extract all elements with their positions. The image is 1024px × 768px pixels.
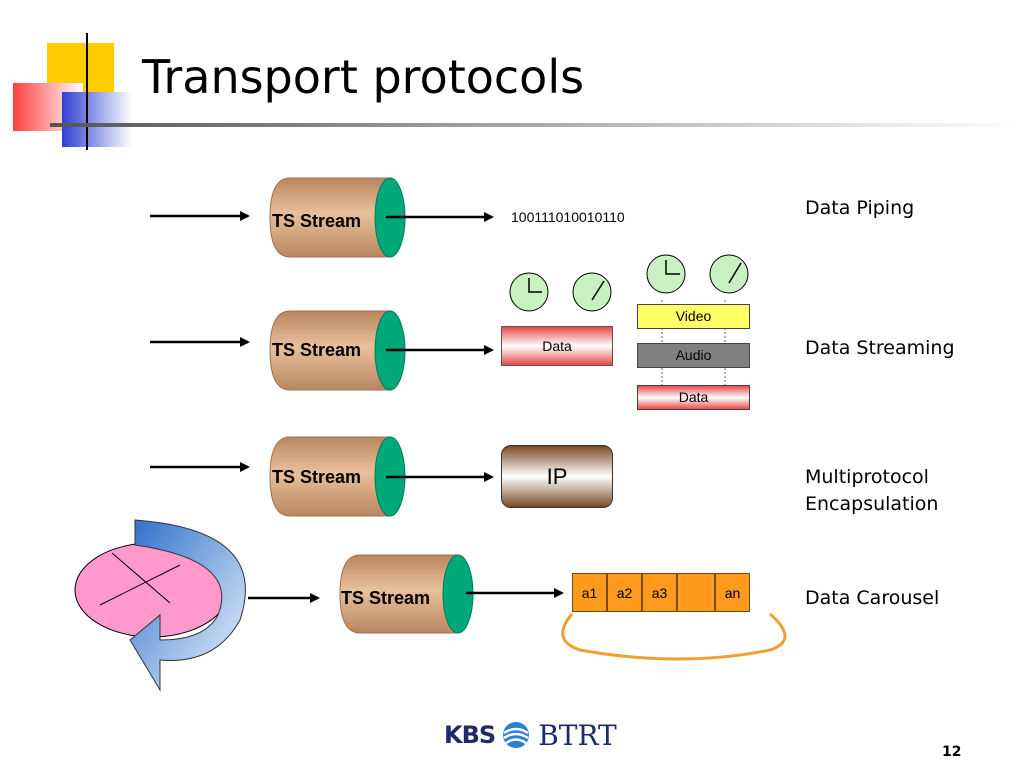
carousel-loop — [561, 612, 787, 661]
slide-number: 12 — [942, 744, 962, 760]
clock-icon — [646, 254, 686, 294]
piping-bitstream: 100111010010110 — [511, 209, 625, 225]
logo-kbs-text: KBS — [444, 721, 496, 749]
label-mpe-line-2: Encapsulation — [805, 493, 939, 515]
page-title: Transport protocols — [142, 50, 585, 104]
cylinder-label-3: TS Stream — [272, 467, 362, 487]
ts-stream-cylinder-4 — [339, 554, 474, 634]
cylinder-label-4: TS Stream — [341, 588, 431, 608]
clock-icon — [709, 254, 749, 294]
label-mpe-line-1: Multiprotocol — [805, 466, 929, 488]
label-mpe: Multiprotocol Encapsulation — [805, 464, 938, 518]
clock-icon — [509, 272, 549, 312]
ts-stream-cylinder-3 — [269, 436, 406, 517]
video-box: Video — [637, 304, 750, 329]
logo-btrt-text: BTRT — [538, 718, 617, 752]
label-data-carousel: Data Carousel — [805, 587, 940, 609]
kbs-btrt-logo: KBS BTRT — [444, 718, 617, 752]
title-decoration — [13, 33, 1020, 150]
carousel-cell: an — [715, 573, 750, 612]
label-data-piping: Data Piping — [805, 197, 915, 219]
carousel-cell: a1 — [572, 573, 607, 612]
carousel-cell: a2 — [607, 573, 642, 612]
label-data-streaming: Data Streaming — [805, 337, 955, 359]
stack-data-box: Data — [637, 385, 750, 410]
rotation-arrow — [129, 519, 246, 692]
blue-square — [62, 92, 132, 147]
audio-box: Audio — [637, 343, 750, 368]
data-box: Data — [501, 326, 613, 366]
title-rule — [50, 123, 1020, 127]
cylinder-label-1: TS Stream — [272, 211, 362, 231]
clock-icon — [572, 272, 612, 312]
ts-stream-cylinder-1 — [269, 177, 406, 258]
kbs-swirl-icon — [503, 722, 530, 748]
ip-box: IP — [501, 445, 613, 508]
carousel-cell — [677, 573, 715, 612]
cylinder-label-2: TS Stream — [272, 340, 362, 360]
carousel-cell: a3 — [642, 573, 677, 612]
